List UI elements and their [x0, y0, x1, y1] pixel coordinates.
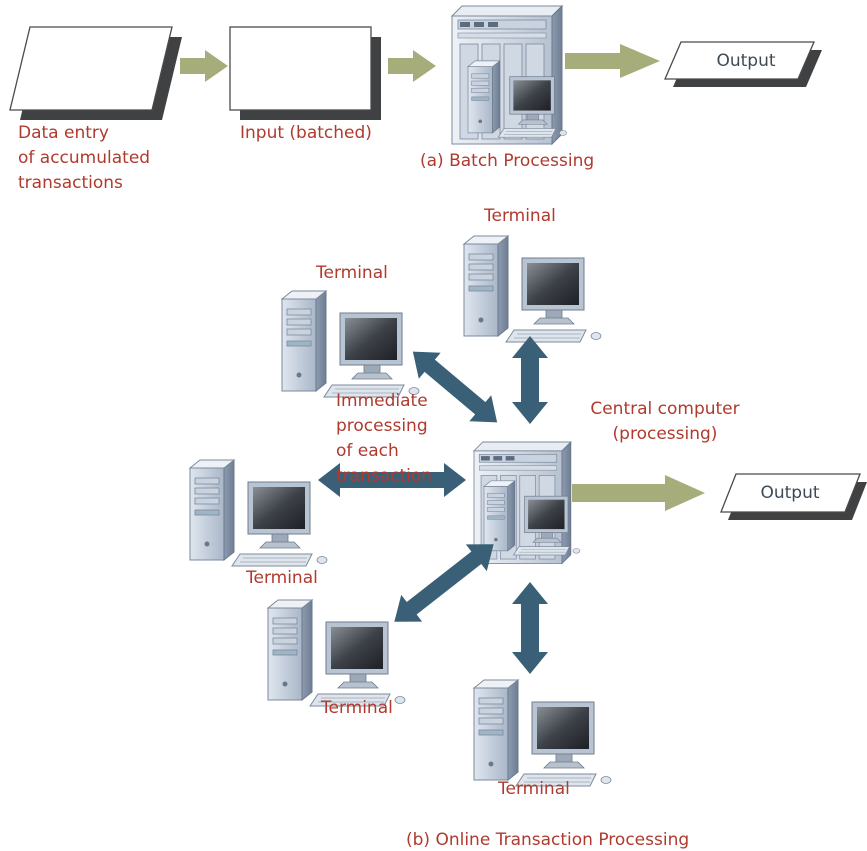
batch-central-computer	[451, 5, 568, 145]
arrow-left-terminal	[318, 463, 466, 497]
arrow-lower-left-terminal	[394, 544, 494, 622]
batch-arrow-2	[388, 50, 436, 82]
data-entry-label-line-2: of accumulated	[18, 148, 151, 168]
arrow-bottom-terminal	[512, 582, 548, 674]
terminal-upper-left-label: Terminal	[316, 263, 388, 283]
online-output-box	[720, 473, 861, 513]
immediate-label-line-2: processing	[336, 416, 428, 436]
input-batched-box	[229, 26, 381, 120]
central-computer-label-line-2: (processing)	[612, 424, 718, 444]
batch-output-shape	[664, 41, 822, 87]
terminal-lower-left-label: Terminal	[321, 698, 393, 718]
data-entry-label-line-3: transactions	[18, 173, 123, 193]
batch-arrow-1	[180, 50, 228, 82]
immediate-label-line-3: of each	[336, 441, 399, 461]
terminal-bottom	[473, 679, 612, 787]
online-output-label: Output	[760, 483, 820, 503]
online-processing-caption: (b) Online Transaction Processing	[406, 830, 690, 850]
terminal-left-label: Terminal	[246, 568, 318, 588]
terminal-lower-left	[267, 599, 406, 707]
central-computer-label-line-1: Central computer	[590, 399, 740, 419]
batch-output-label: Output	[716, 51, 776, 71]
batch-processing-caption: (a) Batch Processing	[420, 151, 595, 171]
arrow-top-terminal	[512, 336, 548, 424]
online-output-shape	[720, 473, 867, 520]
terminal-upper-left	[281, 290, 420, 398]
data-entry-label-line-1: Data entry	[18, 123, 109, 143]
batch-output-box	[664, 41, 815, 80]
data-entry-shape	[9, 26, 173, 111]
arrow-upper-left-terminal	[412, 351, 498, 423]
terminal-left	[189, 459, 328, 567]
immediate-label-line-1: Immediate	[336, 391, 428, 411]
input-batched-label: Input (batched)	[240, 123, 372, 143]
online-arrow-output	[572, 475, 705, 511]
input-box-shape	[229, 26, 372, 111]
batch-arrow-output	[565, 44, 660, 78]
terminal-top	[463, 235, 602, 343]
immediate-label-line-4: transaction	[336, 466, 433, 486]
data-entry-document	[9, 26, 182, 120]
terminal-top-label: Terminal	[484, 206, 556, 226]
terminal-bottom-label: Terminal	[498, 779, 570, 799]
